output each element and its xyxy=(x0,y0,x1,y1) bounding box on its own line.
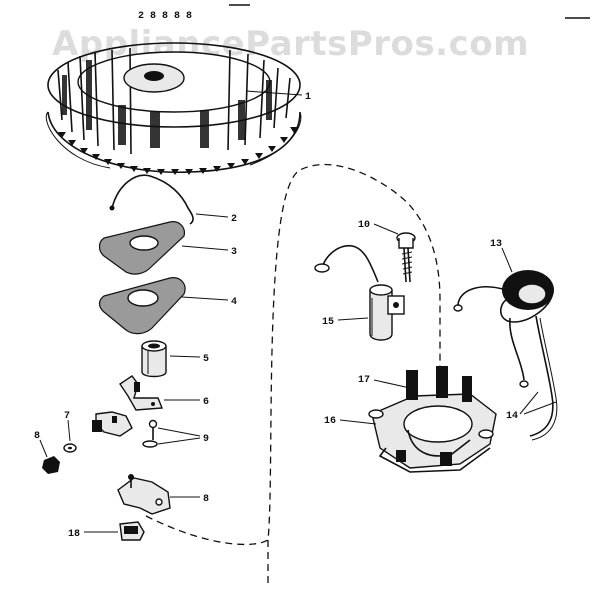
callout-7: 7 xyxy=(64,411,70,422)
leader-4 xyxy=(181,296,229,301)
breaker-cover-plate xyxy=(98,221,185,275)
flywheel-top-marks: 2 8 8 8 8 xyxy=(138,11,192,22)
condenser xyxy=(314,244,405,341)
leader-15 xyxy=(337,317,369,321)
breaker-arm xyxy=(119,375,164,411)
leader-9a xyxy=(157,427,201,437)
spring-clip xyxy=(109,174,194,225)
leader-1 xyxy=(245,90,303,96)
callout-17: 17 xyxy=(358,375,370,386)
dashed-assembly-outline xyxy=(145,163,441,546)
leader-2 xyxy=(195,213,229,218)
leader-9b xyxy=(157,437,201,445)
leader-14a xyxy=(519,391,539,415)
bushing xyxy=(141,340,167,378)
washer xyxy=(63,419,77,453)
gasket xyxy=(98,277,186,335)
corner-marks xyxy=(229,4,590,19)
callout-8b: 8 xyxy=(203,494,209,505)
callout-18: 18 xyxy=(68,529,80,540)
callout-15: 15 xyxy=(322,317,334,328)
callout-14: 14 xyxy=(506,411,518,422)
leader-13 xyxy=(501,247,513,273)
callout-6: 6 xyxy=(203,397,209,408)
flywheel: 2 8 8 8 8 xyxy=(45,11,302,175)
nut xyxy=(42,456,60,474)
callout-4: 4 xyxy=(231,297,237,308)
leader-17 xyxy=(373,379,411,389)
callout-1: 1 xyxy=(305,92,311,103)
leader-3 xyxy=(181,245,229,251)
callout-3: 3 xyxy=(231,247,237,258)
callout-2: 2 xyxy=(231,214,237,225)
callout-8a: 8 xyxy=(34,431,40,442)
wire-clip xyxy=(119,521,145,541)
callout-10: 10 xyxy=(358,220,370,231)
leader-8a xyxy=(39,439,48,458)
ignition-coil xyxy=(453,270,558,441)
leader-10 xyxy=(373,223,399,235)
callout-13: 13 xyxy=(490,239,502,250)
callout-9: 9 xyxy=(203,434,209,445)
breaker-point xyxy=(92,411,133,437)
leader-14b xyxy=(523,401,557,415)
screw-and-washer xyxy=(142,419,158,448)
breaker-base-plate xyxy=(117,474,171,515)
mounting-screw xyxy=(396,232,416,283)
stator-base xyxy=(368,366,497,473)
callout-16: 16 xyxy=(324,416,336,427)
callout-5: 5 xyxy=(203,354,209,365)
leader-16 xyxy=(339,419,377,425)
leader-5 xyxy=(169,355,201,358)
